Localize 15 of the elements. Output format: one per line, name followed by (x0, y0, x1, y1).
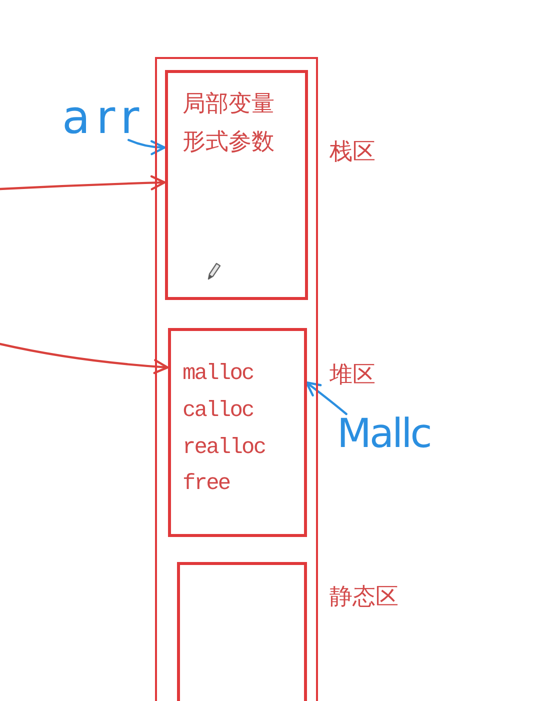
item-label: 形式参数 (182, 130, 274, 154)
handwritten-note: arr (62, 94, 146, 140)
item-label: realloc (182, 436, 266, 458)
item-label: calloc (182, 400, 254, 422)
arrow (0, 175, 166, 190)
arrow (127, 138, 166, 155)
item-label: malloc (182, 362, 254, 384)
item-label: 局部变量 (182, 92, 274, 116)
handwritten-note: Mallc (337, 414, 430, 454)
region-label: 堆区 (330, 364, 376, 386)
region-label: 静态区 (330, 586, 398, 608)
region-label: 栈区 (330, 140, 376, 164)
arrow (305, 381, 348, 416)
item-label: free (182, 472, 230, 494)
arrow (0, 342, 169, 374)
